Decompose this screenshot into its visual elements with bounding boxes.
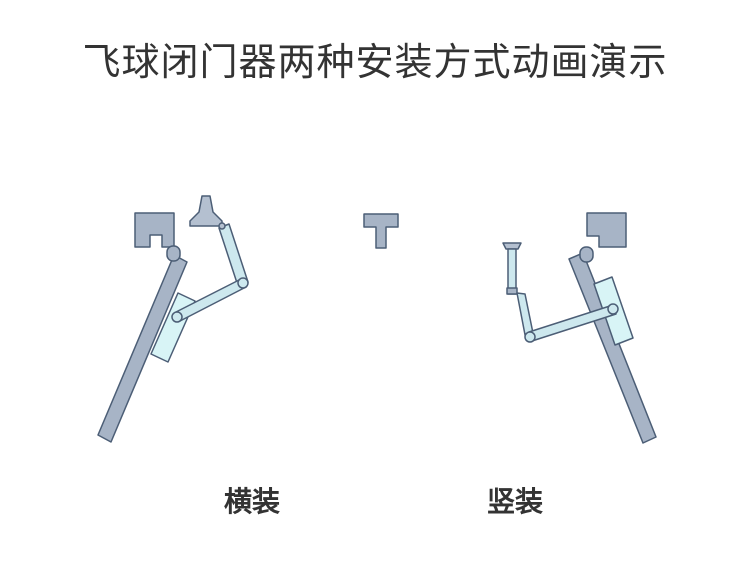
door-leaf-right bbox=[568, 252, 657, 444]
door-frame-right bbox=[586, 212, 627, 248]
caption-horizontal-install: 横装 bbox=[223, 485, 280, 518]
door-leaf-left bbox=[97, 254, 188, 443]
hinge-right bbox=[579, 246, 594, 263]
arm-joint-left bbox=[237, 277, 249, 289]
page-title: 飞球闭门器两种安装方式动画演示 bbox=[82, 40, 668, 84]
hinge-left bbox=[166, 245, 181, 262]
frame-profile-center bbox=[363, 213, 399, 249]
arm-short-left bbox=[218, 223, 249, 287]
arm-mount-right bbox=[502, 242, 522, 250]
vertical-install-diagram bbox=[502, 212, 657, 444]
door-frame-left bbox=[134, 212, 175, 248]
arm-end-right bbox=[607, 303, 619, 315]
arm-pivot-left bbox=[218, 222, 226, 230]
arm-joint-right bbox=[524, 331, 536, 343]
caption-vertical-install: 竖装 bbox=[486, 485, 543, 518]
arm-end-left bbox=[171, 311, 183, 323]
horizontal-install-diagram bbox=[97, 195, 249, 443]
arm-bracket-left bbox=[189, 195, 223, 227]
arm-rod-collar-right bbox=[506, 287, 518, 295]
